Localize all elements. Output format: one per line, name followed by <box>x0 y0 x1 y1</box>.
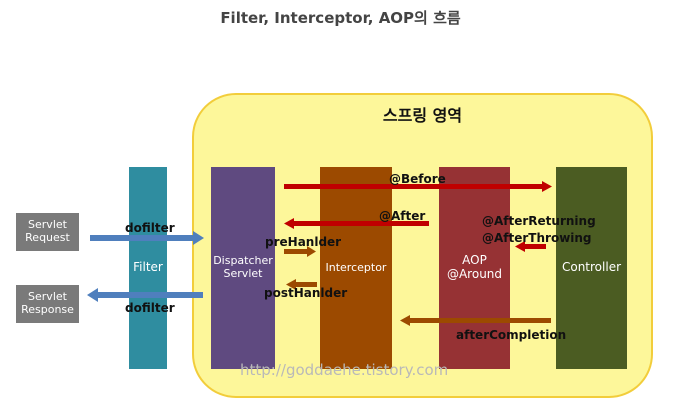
aop-box: AOP@Around <box>439 167 510 369</box>
diagram-title: Filter, Interceptor, AOP의 흐름 <box>220 9 461 27</box>
servlet-request-line-1: Servlet <box>28 218 67 232</box>
post-handler-arrow <box>286 279 317 290</box>
post-handler-label: postHanlder <box>264 286 348 300</box>
dispatcher-servlet-line-1: Dispatcher <box>213 254 273 268</box>
filter-box: Filter <box>129 167 167 369</box>
after-completion-arrow <box>400 315 551 326</box>
dispatcher-servlet-line-2: Servlet <box>223 267 263 280</box>
after-returning-label: @AfterReturning <box>482 214 596 228</box>
filter-label: Filter <box>133 260 163 275</box>
before-label: @Before <box>389 172 446 186</box>
interceptor-label: Interceptor <box>325 260 387 274</box>
servlet-response-line-1: Servlet <box>28 290 67 304</box>
before-arrow <box>284 181 552 192</box>
after-throwing-label: @AfterThrowing <box>482 231 592 245</box>
after-label: @After <box>379 209 426 223</box>
watermark-text: http://goddaehe.tistory.com <box>240 361 449 379</box>
after-arrow <box>284 218 429 229</box>
dofilter-in-label: dofilter <box>125 221 175 235</box>
aop-line-2: @Around <box>446 267 503 281</box>
aop-line-1: AOP <box>462 253 487 268</box>
dofilter-in-arrow <box>90 231 204 245</box>
controller-box: Controller <box>556 167 627 369</box>
servlet-response-line-2: Response <box>21 303 74 316</box>
after-returning-arrow <box>515 241 546 252</box>
after-completion-label: afterCompletion <box>456 328 567 342</box>
controller-label: Controller <box>561 260 622 275</box>
spring-area-label: 스프링 영역 <box>382 106 463 125</box>
dofilter-out-arrow <box>87 288 203 302</box>
pre-handler-arrow <box>284 246 316 257</box>
pre-handler-label: preHanlder <box>265 235 342 249</box>
dofilter-out-label: dofilter <box>125 301 175 315</box>
servlet-request-line-2: Request <box>25 231 70 244</box>
interceptor-box: Interceptor <box>320 167 392 369</box>
